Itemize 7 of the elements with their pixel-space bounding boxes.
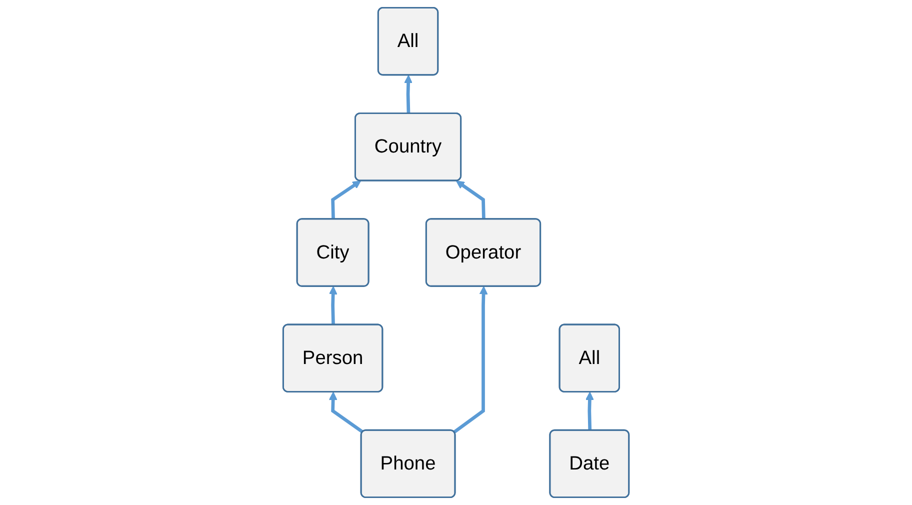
arrow [328,392,364,434]
arrow [404,74,412,114]
arrow [331,180,361,220]
arrow [456,180,486,220]
arrow [328,286,338,326]
arrow [453,286,488,434]
arrow [585,392,594,431]
